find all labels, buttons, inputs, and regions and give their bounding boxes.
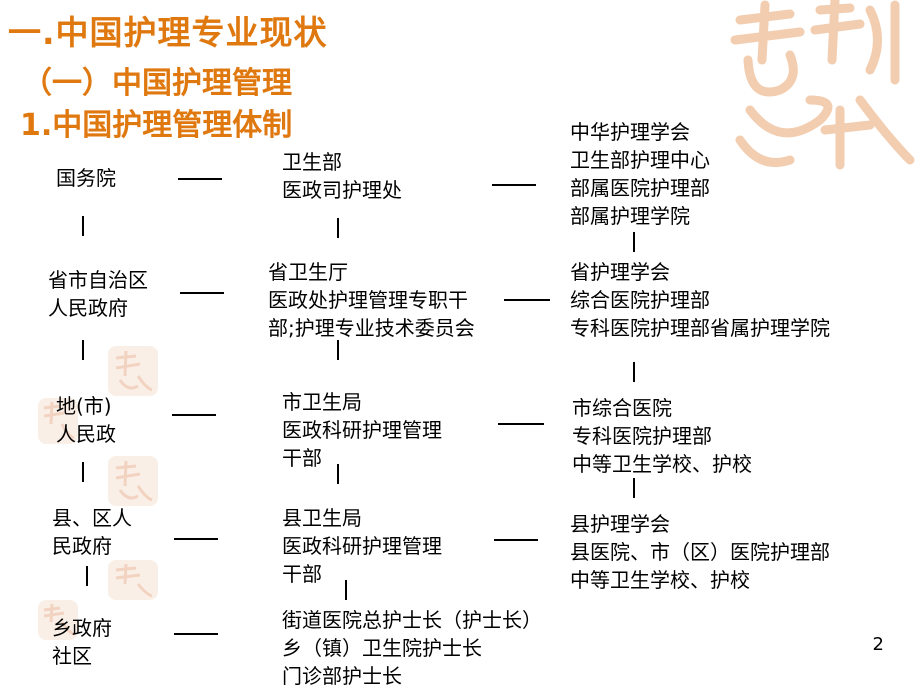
page-number: 2 (872, 634, 884, 655)
units-level-4: 县护理学会 县医院、市（区）医院护理部 中等卫生学校、护校 (570, 512, 830, 592)
section-heading: 1.中国护理管理体制 (20, 108, 293, 143)
connector-bar (82, 340, 84, 360)
health-level-4: 县卫生局 医政科研护理管理 干部 (282, 506, 442, 586)
connector-bar (633, 478, 635, 498)
units-level-1: 中华护理学会 卫生部护理中心 部属医院护理部 部属护理学院 (570, 120, 710, 228)
slide-title: 一.中国护理专业现状 (8, 13, 328, 52)
connector-dash (172, 414, 216, 416)
connector-dash (492, 184, 536, 186)
gov-level-4: 县、区人 民政府 (52, 506, 132, 558)
units-level-2: 省护理学会 综合医院护理部 专科医院护理部省属护理学院 (570, 260, 830, 340)
connector-dash (504, 299, 550, 301)
connector-bar (82, 216, 84, 236)
gov-level-3: 地(市) 人民政 (56, 394, 116, 446)
connector-dash (178, 178, 222, 180)
decorative-seal-small-5 (38, 600, 78, 640)
connector-bar (337, 340, 339, 360)
connector-bar (337, 218, 339, 238)
units-level-3: 市综合医院 专科医院护理部 中等卫生学校、护校 (572, 396, 752, 476)
health-level-3: 市卫生局 医政科研护理管理 干部 (282, 390, 442, 470)
decorative-seal-small-4 (108, 560, 158, 600)
connector-dash (174, 633, 218, 635)
connector-dash (180, 292, 224, 294)
gov-level-5: 乡政府 社区 (52, 616, 112, 668)
connector-dash (498, 423, 544, 425)
decorative-seal-small-2 (38, 398, 78, 444)
gov-level-1: 国务院 (56, 166, 116, 190)
decorative-seal-small-3 (108, 456, 158, 506)
connector-bar (337, 464, 339, 484)
connector-bar (633, 362, 635, 382)
health-level-5: 街道医院总护士长（护士长） 乡（镇）卫生院护士长 门诊部护士长 (282, 608, 542, 688)
decorative-seal-large (730, 0, 915, 170)
health-level-2: 省卫生厅 医政处护理管理专职干 部;护理专业技术委员会 (268, 260, 475, 340)
connector-bar (345, 580, 347, 600)
connector-dash (494, 539, 538, 541)
gov-level-2: 省市自治区 人民政府 (48, 268, 148, 320)
health-level-1: 卫生部 医政司护理处 (282, 150, 402, 202)
connector-dash (174, 538, 218, 540)
connector-bar (633, 232, 635, 252)
slide-subtitle: （一）中国护理管理 (22, 66, 292, 101)
connector-bar (82, 462, 84, 482)
decorative-seal-small-1 (108, 346, 158, 396)
connector-bar (86, 566, 88, 586)
